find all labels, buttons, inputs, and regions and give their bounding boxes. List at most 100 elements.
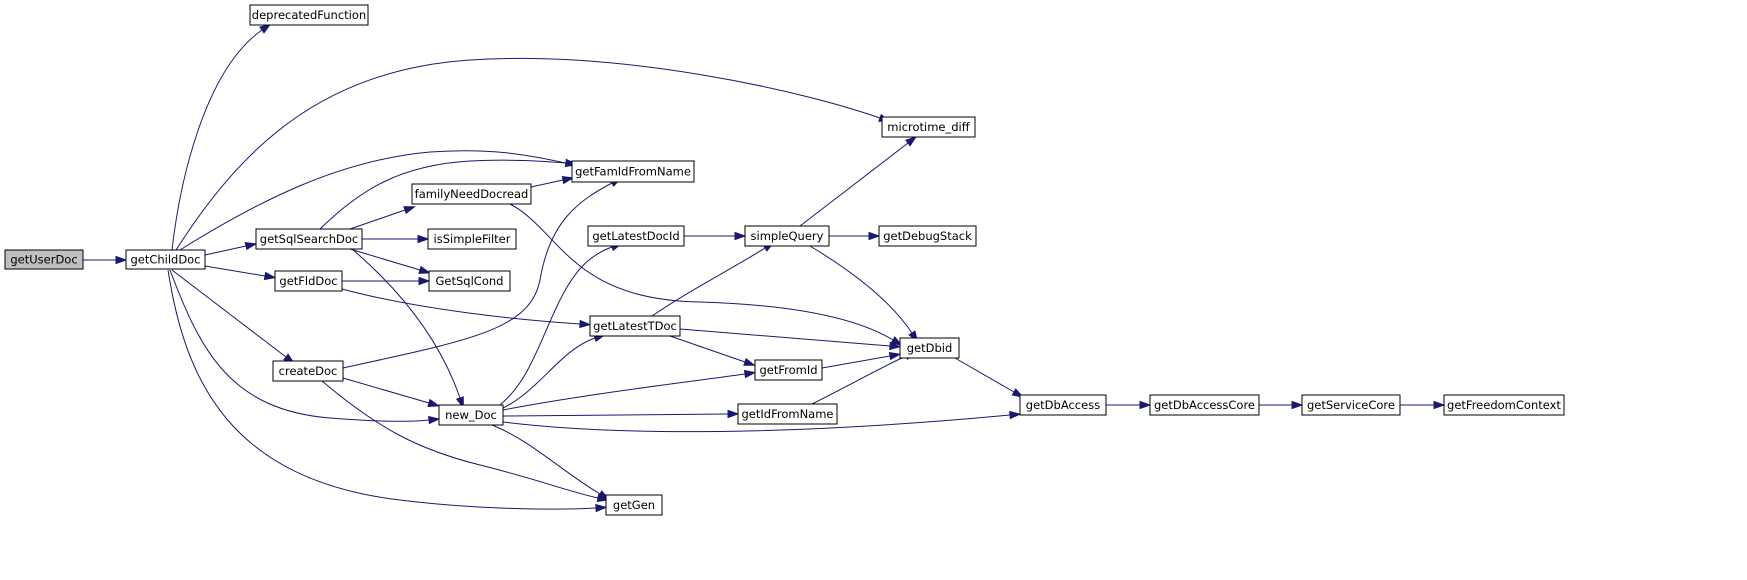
node-box [274, 270, 343, 292]
node-getFamIdFromName[interactable]: getFamIdFromName [571, 160, 695, 183]
edge-getSqlSearchDoc-to-GetSqlCond [349, 248, 432, 274]
node-getUserDoc[interactable]: getUserDoc [4, 249, 84, 270]
node-label: getServiceCore [1307, 398, 1395, 412]
node-box [754, 359, 823, 381]
node-box [605, 494, 663, 516]
node-getLatestTDoc[interactable]: getLatestTDoc [589, 315, 681, 337]
node-label: getFamIdFromName [575, 165, 691, 179]
edge-getSqlSearchDoc-to-getFamIdFromName [319, 158, 578, 230]
node-box [1149, 394, 1260, 416]
node-getDbid[interactable]: getDbid [899, 337, 960, 359]
node-label: getIdFromName [742, 407, 834, 421]
node-label: microtime_diff [887, 120, 970, 134]
node-box [881, 116, 976, 138]
node-isSimpleFilter[interactable]: isSimpleFilter [427, 228, 517, 250]
edge-getChildDoc-to-deprecatedFunction [171, 23, 272, 251]
node-familyNeedDocread[interactable]: familyNeedDocread [411, 183, 532, 205]
node-getGen[interactable]: getGen [605, 494, 663, 516]
edge-new_Doc-to-getFromId [502, 369, 757, 411]
node-getFreedomContext[interactable]: getFreedomContext [1443, 394, 1565, 416]
node-label: getDbAccess [1026, 398, 1100, 412]
node-box [427, 228, 517, 250]
node-label: getFromId [759, 363, 817, 377]
edge-getIdFromName-to-getDbid [811, 351, 917, 405]
node-GetSqlCond[interactable]: GetSqlCond [428, 270, 511, 292]
edge-getDbid-to-getDbAccess [954, 357, 1025, 398]
node-label: createDoc [279, 364, 338, 378]
node-simpleQuery[interactable]: simpleQuery [744, 225, 830, 247]
edge-getFldDoc-to-getLatestTDoc [341, 288, 592, 329]
node-label: getDbAccessCore [1154, 398, 1255, 412]
edge-new_Doc-to-getDbAccess [502, 410, 1022, 433]
edges-layer [83, 23, 1446, 513]
node-getLatestDocId[interactable]: getLatestDocId [587, 225, 685, 247]
edge-simpleQuery-to-getDbid [809, 245, 919, 343]
edge-new_Doc-to-getLatestTDoc [502, 334, 606, 409]
edge-getChildDoc-to-getGen [167, 269, 608, 513]
node-box [428, 270, 511, 292]
node-box [272, 360, 344, 382]
node-box [587, 225, 685, 247]
node-box [255, 228, 363, 250]
node-getDebugStack[interactable]: getDebugStack [878, 225, 977, 247]
node-getDbAccess[interactable]: getDbAccess [1019, 394, 1107, 416]
node-getChildDoc[interactable]: getChildDoc [125, 249, 206, 270]
node-box [899, 337, 960, 359]
edge-getDbAccessCore-to-getServiceCore [1259, 400, 1304, 410]
node-box [125, 249, 206, 270]
node-box [1443, 394, 1565, 416]
edge-getChildDoc-to-microtime_diff [175, 57, 891, 251]
node-box [737, 403, 838, 425]
node-label: getFreedomContext [1447, 398, 1561, 412]
node-label: simpleQuery [751, 229, 824, 243]
node-createDoc[interactable]: createDoc [272, 360, 344, 382]
node-box [1301, 394, 1401, 416]
edge-simpleQuery-to-microtime_diff [799, 135, 918, 227]
node-getFldDoc[interactable]: getFldDoc [274, 270, 343, 292]
edge-getChildDoc-to-getSqlSearchDoc [204, 242, 258, 256]
node-label: getLatestTDoc [593, 319, 677, 333]
node-box [571, 160, 695, 183]
node-label: getSqlSearchDoc [260, 232, 358, 246]
node-getIdFromName[interactable]: getIdFromName [737, 403, 838, 425]
node-box [249, 4, 369, 26]
node-box [1019, 394, 1107, 416]
edge-getLatestTDoc-to-getFromId [669, 335, 756, 366]
node-getFromId[interactable]: getFromId [754, 359, 823, 381]
edge-getServiceCore-to-getFreedomContext [1400, 400, 1446, 410]
node-box [438, 404, 504, 426]
edge-getFromId-to-getDbid [821, 351, 902, 369]
node-deprecatedFunction[interactable]: deprecatedFunction [249, 4, 369, 26]
node-label: getChildDoc [130, 253, 200, 267]
node-label: getFldDoc [279, 274, 337, 288]
edge-getDbAccess-to-getDbAccessCore [1106, 400, 1152, 410]
node-box [4, 249, 84, 270]
edge-getUserDoc-to-getChildDoc [83, 255, 128, 265]
edge-new_Doc-to-getIdFromName [502, 409, 740, 419]
node-label: getLatestDocId [592, 229, 679, 243]
node-label: familyNeedDocread [415, 187, 529, 201]
edge-getChildDoc-to-new_Doc [169, 269, 441, 425]
node-microtime_diff[interactable]: microtime_diff [881, 116, 976, 138]
edge-getSqlSearchDoc-to-familyNeedDocread [349, 206, 416, 230]
node-new_Doc[interactable]: new_Doc [438, 404, 504, 426]
node-label: getDbid [907, 341, 953, 355]
edge-getLatestTDoc-to-getDbid [679, 328, 902, 351]
node-label: deprecatedFunction [252, 8, 366, 22]
edge-getChildDoc-to-getFldDoc [204, 265, 277, 281]
node-label: getGen [613, 498, 655, 512]
node-getServiceCore[interactable]: getServiceCore [1301, 394, 1401, 416]
node-getSqlSearchDoc[interactable]: getSqlSearchDoc [255, 228, 363, 250]
edge-getLatestDocId-to-simpleQuery [684, 231, 747, 241]
node-getDbAccessCore[interactable]: getDbAccessCore [1149, 394, 1260, 416]
nodes-layer: getUserDoc getChildDoc deprecatedFunction m… [4, 4, 1565, 516]
node-box [744, 225, 830, 247]
edge-createDoc-to-new_Doc [342, 377, 441, 407]
edge-familyNeedDocread-to-getDbid [509, 203, 903, 346]
edge-getSqlSearchDoc-to-isSimpleFilter [362, 234, 430, 244]
edge-simpleQuery-to-getDebugStack [829, 231, 881, 241]
edge-familyNeedDocread-to-getFamIdFromName [530, 176, 575, 188]
node-box [878, 225, 977, 247]
node-box [589, 315, 681, 337]
